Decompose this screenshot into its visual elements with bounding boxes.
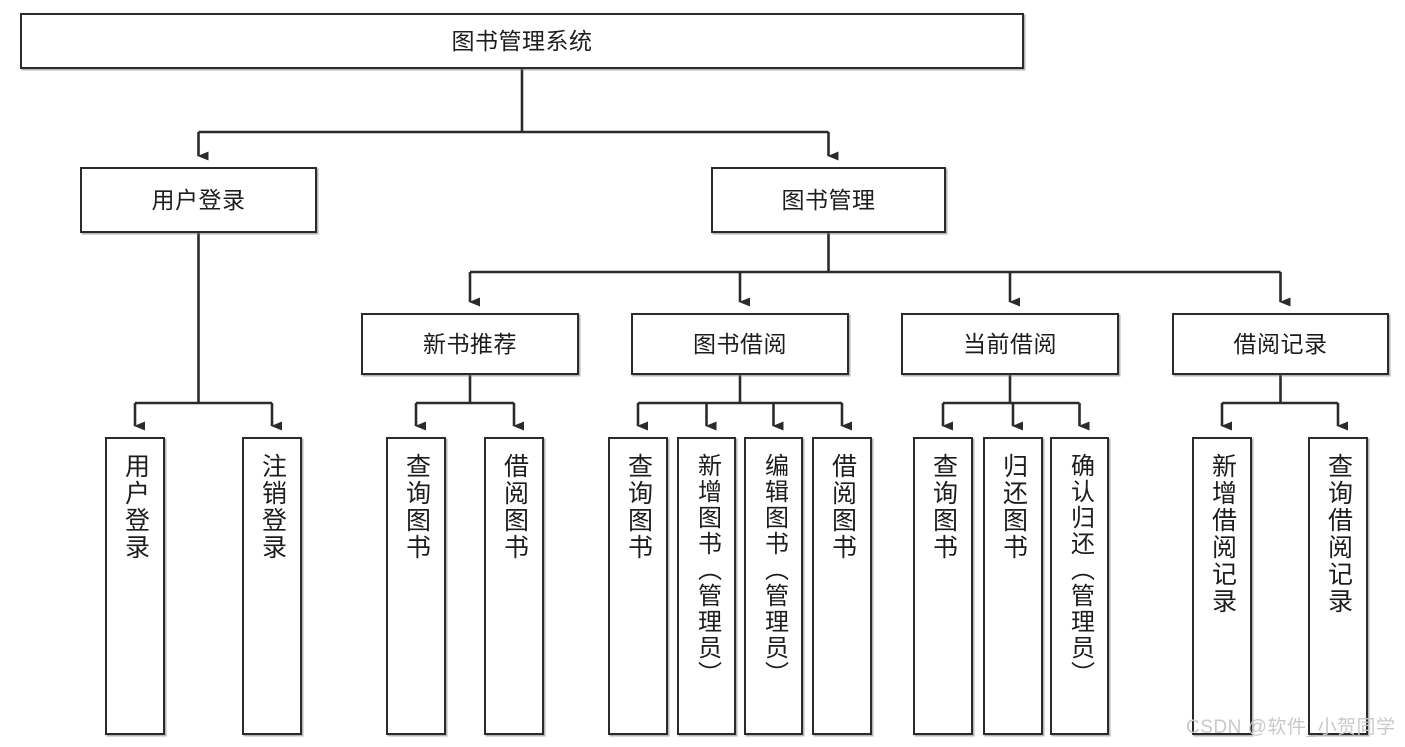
node-leaf-user-login[interactable]: 用户登录 xyxy=(105,437,165,735)
node-book-borrow[interactable]: 图书借阅 xyxy=(631,313,849,375)
node-leaf-borrow-borrow-book[interactable]: 借阅图书 xyxy=(812,437,872,735)
node-label: 新增图书（管理员） xyxy=(693,453,721,687)
node-label: 图书借阅 xyxy=(693,330,787,357)
node-label: 查询图书 xyxy=(929,453,958,561)
node-new-book-rec[interactable]: 新书推荐 xyxy=(361,313,579,375)
node-root[interactable]: 图书管理系统 xyxy=(20,13,1024,69)
node-label: 查询借阅记录 xyxy=(1324,453,1353,615)
node-leaf-current-query-book[interactable]: 查询图书 xyxy=(913,437,973,735)
node-label: 确认归还（管理员） xyxy=(1066,453,1094,687)
node-book-manage[interactable]: 图书管理 xyxy=(711,167,946,233)
node-label: 用户登录 xyxy=(121,453,150,561)
node-label: 新增借阅记录 xyxy=(1208,453,1237,615)
node-label: 新书推荐 xyxy=(423,330,517,357)
node-label: 图书管理系统 xyxy=(451,27,593,54)
node-label: 编辑图书（管理员） xyxy=(760,453,788,687)
node-label: 借阅记录 xyxy=(1233,330,1328,357)
node-leaf-rec-borrow-book[interactable]: 借阅图书 xyxy=(484,437,544,735)
node-leaf-rec-query-book[interactable]: 查询图书 xyxy=(386,437,446,735)
node-label: 借阅图书 xyxy=(500,453,529,561)
node-label: 归还图书 xyxy=(999,453,1028,561)
node-current-borrow[interactable]: 当前借阅 xyxy=(901,313,1119,375)
node-label: 注销登录 xyxy=(258,453,287,561)
node-label: 查询图书 xyxy=(624,453,653,561)
node-leaf-current-confirm-return[interactable]: 确认归还（管理员） xyxy=(1050,437,1109,735)
node-leaf-borrow-query-book[interactable]: 查询图书 xyxy=(608,437,668,735)
node-leaf-borrow-add-book[interactable]: 新增图书（管理员） xyxy=(677,437,736,735)
node-leaf-record-query[interactable]: 查询借阅记录 xyxy=(1308,437,1368,735)
node-label: 用户登录 xyxy=(151,186,246,213)
node-label: 查询图书 xyxy=(402,453,431,561)
node-leaf-record-add[interactable]: 新增借阅记录 xyxy=(1192,437,1252,735)
node-label: 借阅图书 xyxy=(828,453,857,561)
node-leaf-user-logout[interactable]: 注销登录 xyxy=(242,437,302,735)
node-label: 图书管理 xyxy=(781,186,876,213)
node-user-login[interactable]: 用户登录 xyxy=(80,167,317,233)
node-leaf-borrow-edit-book[interactable]: 编辑图书（管理员） xyxy=(744,437,803,735)
node-borrow-record[interactable]: 借阅记录 xyxy=(1172,313,1389,375)
csdn-watermark: CSDN @软件_小贺同学 xyxy=(1186,717,1396,738)
node-leaf-current-return-book[interactable]: 归还图书 xyxy=(983,437,1043,735)
node-label: 当前借阅 xyxy=(963,330,1057,357)
